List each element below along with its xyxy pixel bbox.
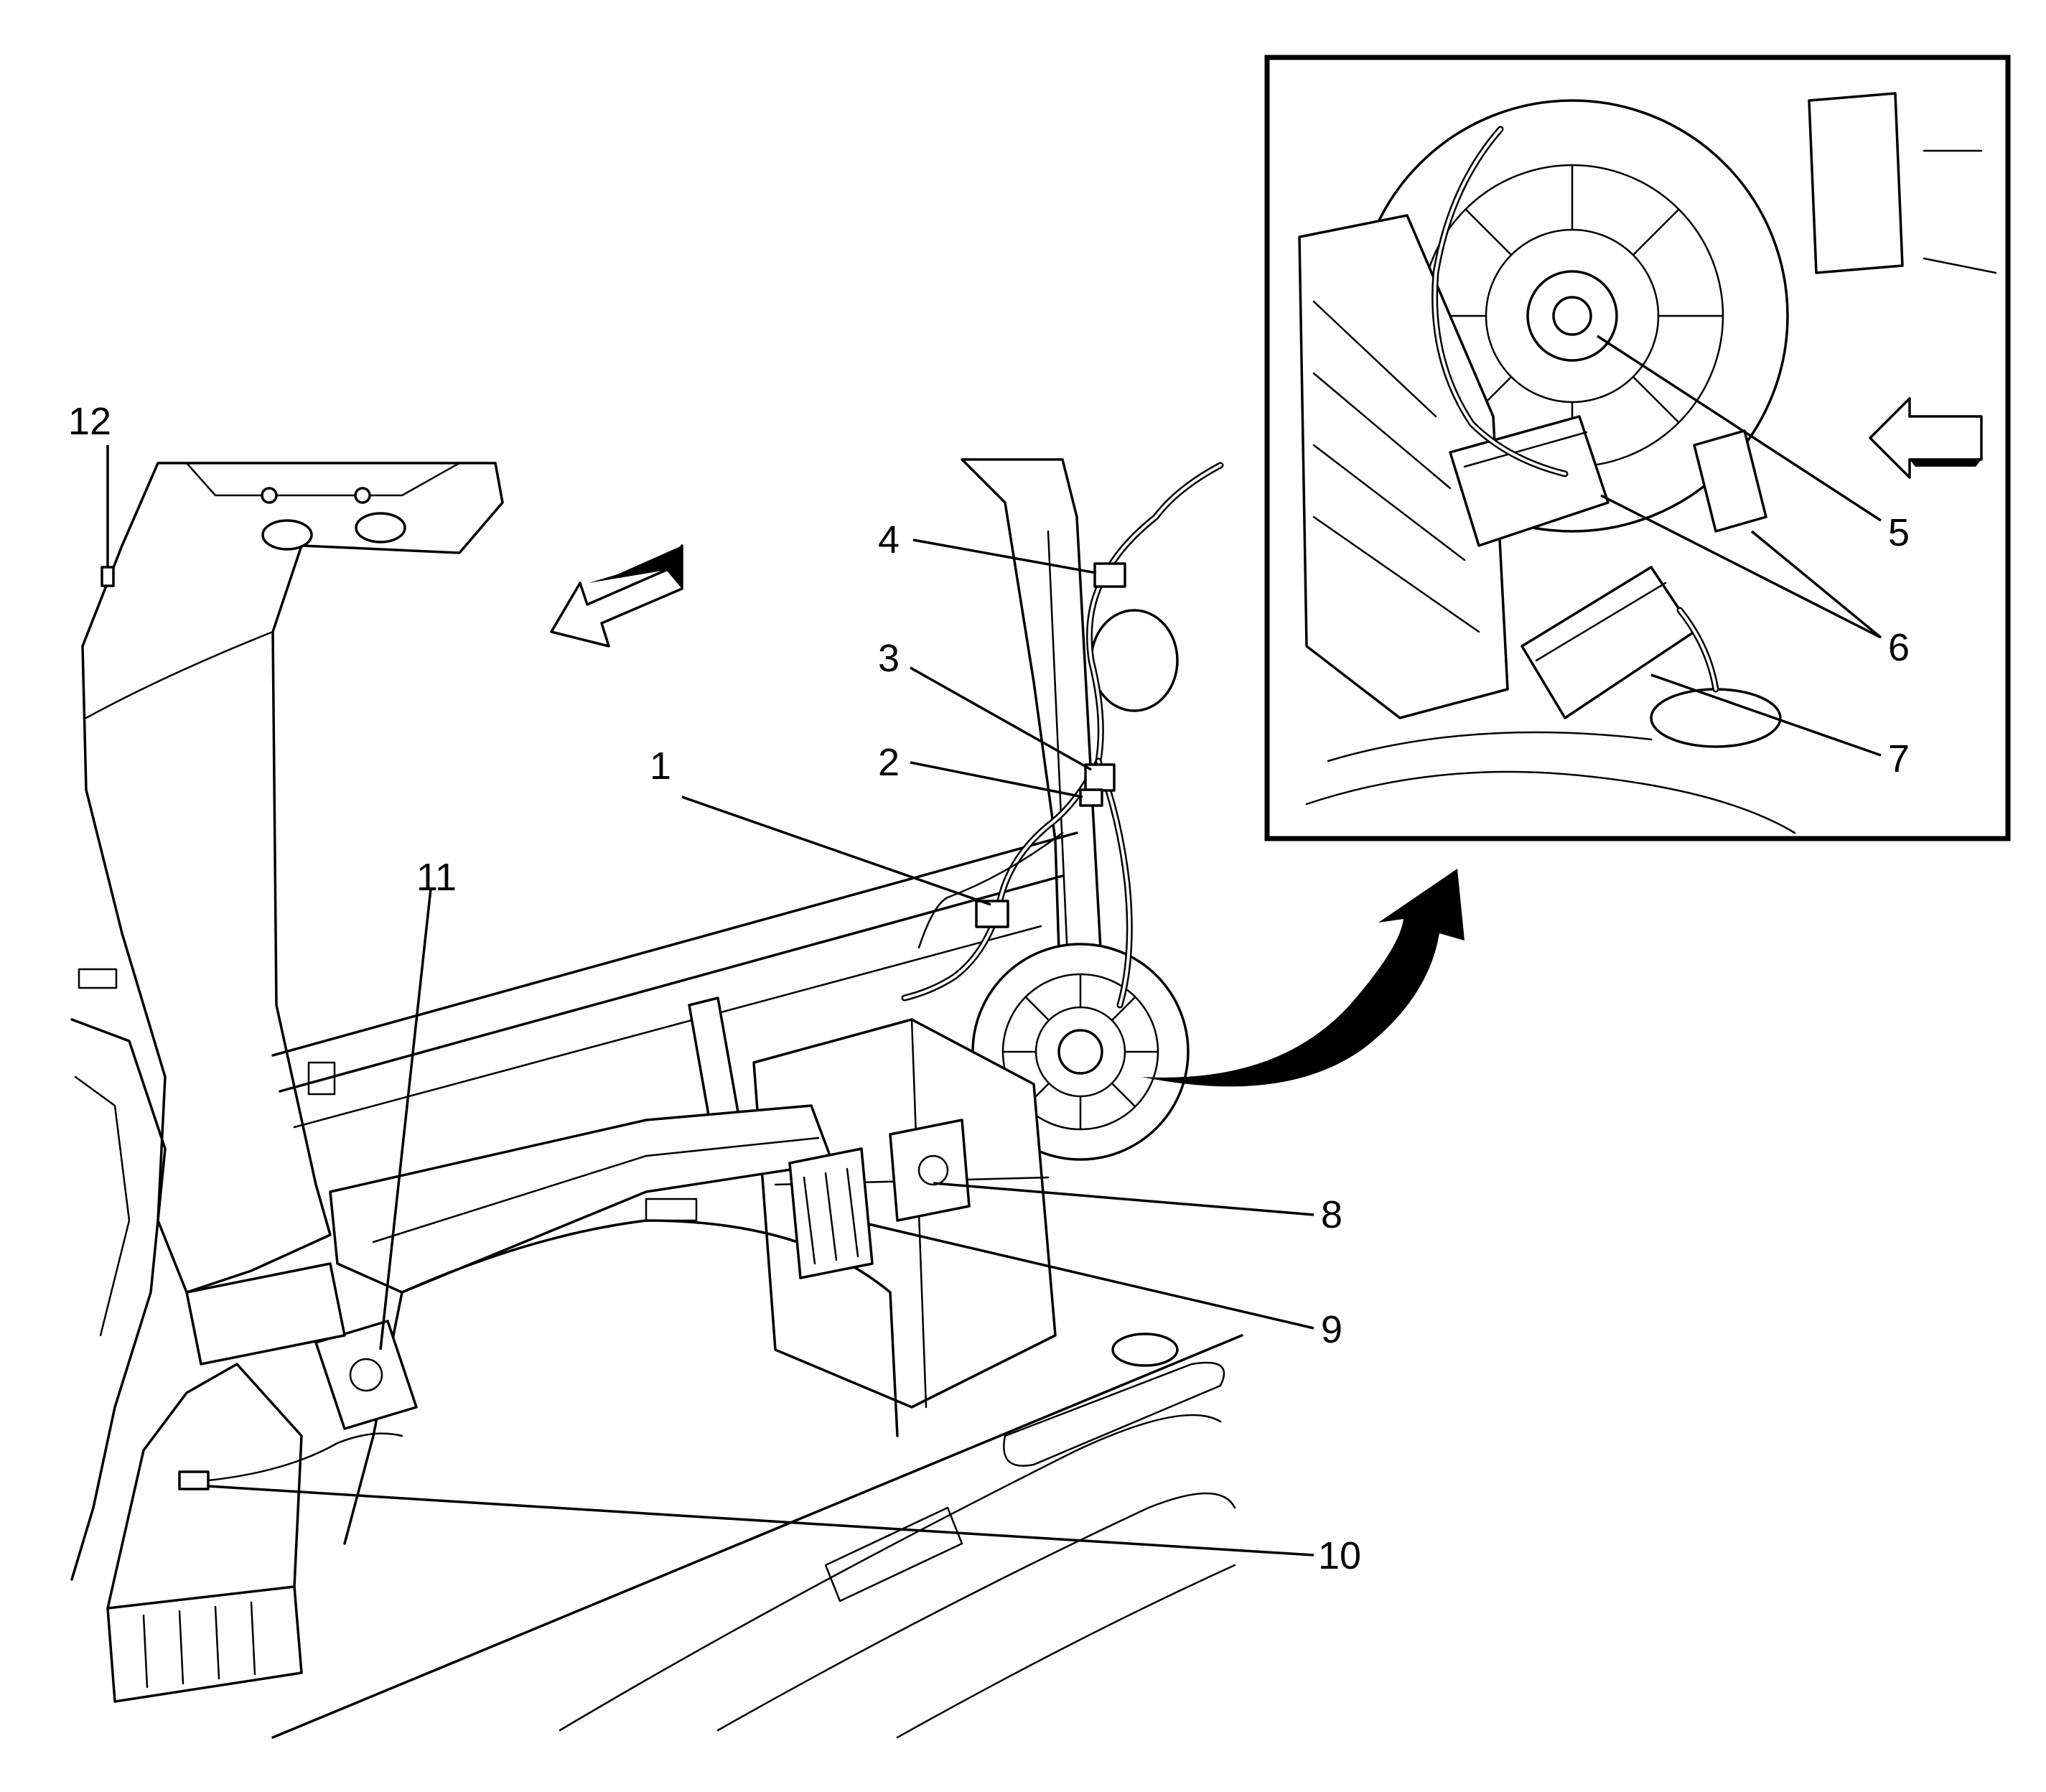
inset-case-ribs [1312, 300, 1480, 633]
left-panel-contour [74, 1075, 131, 1337]
cowl-inner-edge [279, 874, 1064, 1093]
callout-7: 7 [1888, 737, 1910, 780]
wiring-harness-main [901, 462, 1224, 1002]
inset-module-6 [1449, 415, 1610, 547]
inset-right-edges [1923, 149, 1997, 274]
inset-module-7-edge [1535, 582, 1667, 662]
right-pillar-contour [1047, 530, 1071, 1007]
callout-12: 12 [68, 400, 111, 443]
sensor-12-clip [101, 566, 115, 587]
inset-hvac-case [1298, 214, 1509, 719]
pillar-hole-right [355, 512, 406, 543]
pillar-stud-right [354, 487, 371, 504]
floor-rib-2 [559, 1414, 1222, 1732]
sensor-10 [178, 1470, 210, 1490]
hvac-bracket [688, 997, 741, 1129]
leader-9 [868, 1223, 1314, 1330]
outlet-louvers [142, 1601, 256, 1689]
inset-harness-lower-inner [1678, 609, 1717, 691]
inset-motor-shaft [1552, 296, 1592, 336]
main-scene [70, 458, 1243, 1739]
floor-rib-4 [1003, 1361, 1225, 1467]
duct-seam [372, 1137, 820, 1243]
leader-10 [207, 1485, 1314, 1557]
left-panel-slot [78, 968, 118, 989]
actuator-8-gear [917, 1154, 949, 1186]
pillar-top-edge [185, 462, 461, 497]
arrow-left-down-icon [550, 544, 683, 648]
connector-4 [1093, 562, 1126, 588]
right-pillar-hole [1090, 609, 1179, 712]
leader-11 [379, 888, 432, 1350]
callout-10: 10 [1318, 1534, 1361, 1577]
callout-2: 2 [878, 741, 900, 784]
cowl-rib [293, 925, 1042, 1129]
cowl-hole [307, 1061, 336, 1096]
callout-3: 3 [878, 637, 900, 680]
cowl-top-edge [271, 831, 1078, 1057]
connector-2 [1079, 788, 1103, 807]
inset-module-6-edge [1463, 431, 1588, 468]
leader-1 [681, 795, 991, 906]
blower-motor-hub [1057, 1029, 1103, 1075]
module-9-ribs [803, 1167, 859, 1265]
wiring-harness-main-inner [903, 464, 1222, 999]
left-body-panel [70, 1018, 167, 1581]
pillar-stud-left [261, 487, 278, 504]
connector-1 [975, 900, 1009, 928]
left-pillar-duct [81, 462, 504, 1294]
blower-fins [1001, 973, 1159, 1131]
wiring-harness-branch-inner [1097, 760, 1131, 1007]
callout-11: 11 [416, 856, 457, 899]
leader-5 [1597, 335, 1882, 522]
callout-6: 6 [1888, 626, 1910, 669]
leader-2 [910, 761, 1083, 798]
actuator-11-gear [349, 1358, 383, 1392]
callout-9: 9 [1321, 1308, 1342, 1351]
floor-rib-1 [716, 1492, 1236, 1732]
curved-arrow-icon [1141, 869, 1465, 1087]
arrow-left-icon [1869, 397, 1983, 479]
leader-lines [106, 335, 1882, 1557]
floor-rib-3 [896, 1564, 1236, 1739]
callout-labels: 12 11 1 2 3 4 8 9 10 5 6 7 [68, 400, 1910, 1577]
duct-label-plate [645, 1198, 698, 1222]
actuator-11 [314, 1320, 418, 1430]
wiring-pigtail [917, 831, 1064, 949]
leader-4 [912, 538, 1097, 574]
floor-grommet [1111, 1333, 1179, 1367]
callout-4: 4 [878, 518, 900, 561]
floor-pocket [824, 1506, 963, 1602]
rear-air-duct [329, 1104, 834, 1294]
actuator-8 [889, 1119, 971, 1222]
inset-right-pillar [1808, 92, 1904, 274]
callout-1: 1 [650, 745, 671, 788]
callout-8: 8 [1321, 1193, 1342, 1236]
floor-edge [271, 1334, 1243, 1739]
callout-5: 5 [1888, 511, 1910, 554]
leader-3 [910, 666, 1092, 771]
leader-6b [1750, 530, 1882, 639]
duct-flange-lower [185, 1262, 346, 1366]
floor-duct-outlet [106, 1585, 303, 1703]
sensor-10-wire [207, 1432, 403, 1482]
leader-6a [1600, 494, 1882, 639]
pillar-hole-left [261, 519, 313, 551]
inset-floor-ribs [1305, 731, 1796, 834]
inset-detail [1264, 55, 2011, 841]
inset-connector-6 [1693, 429, 1767, 533]
leader-7 [1650, 673, 1882, 757]
inset-harness-inner [1433, 128, 1566, 475]
pillar-contour [85, 630, 274, 719]
leader-8 [933, 1182, 1314, 1216]
